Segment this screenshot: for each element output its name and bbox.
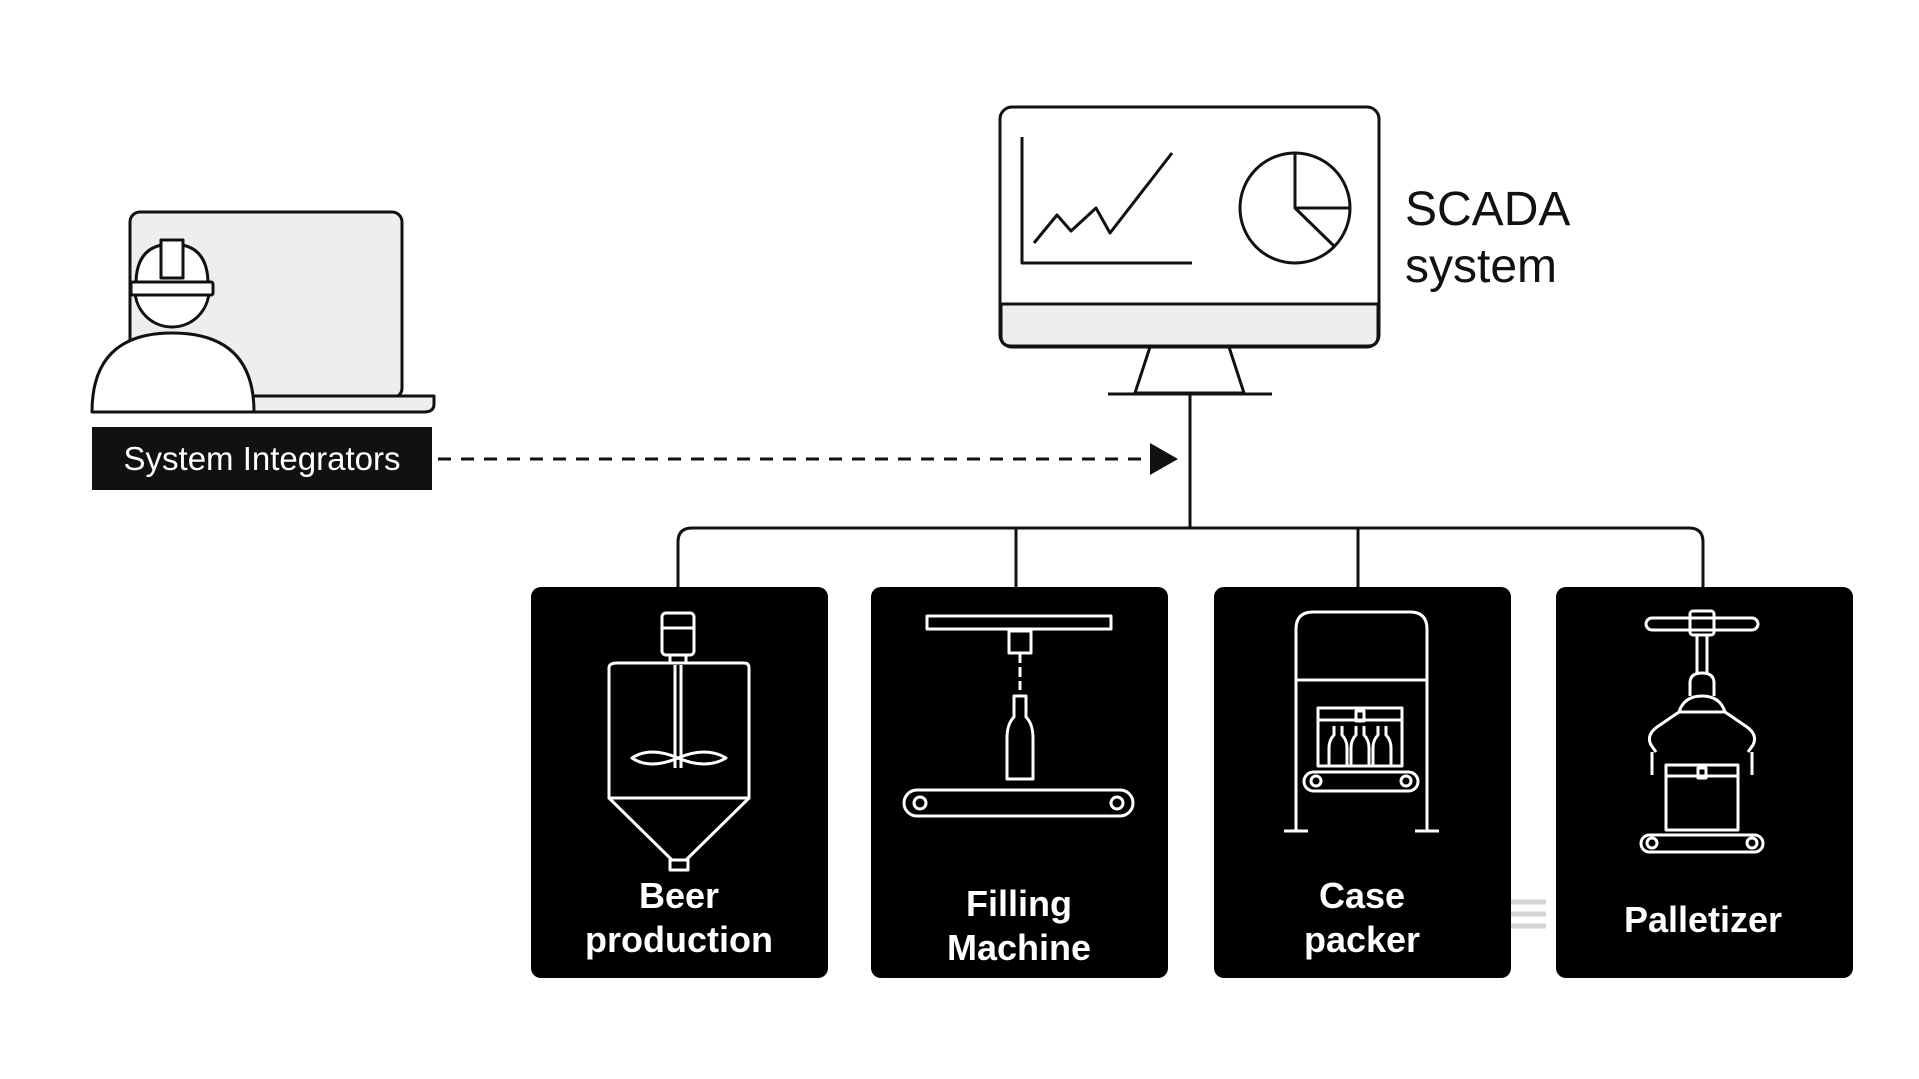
filling-machine-label-line2: Machine	[947, 927, 1091, 968]
system-integrators-label: System Integrators	[92, 427, 432, 490]
case-packer-label-line1: Case	[1319, 875, 1405, 916]
watermark-lines	[1508, 899, 1546, 929]
filling-machine-icon	[902, 614, 1135, 818]
palletizer-label: Palletizer	[1624, 899, 1782, 940]
scada-system-title-line2: system	[1405, 240, 1557, 293]
fermentation-tank-icon	[607, 611, 751, 872]
beer-production-label-line2: production	[585, 919, 773, 960]
machine-card-beer-production: Beer production	[531, 587, 828, 978]
system-integrators-text: System Integrators	[124, 440, 401, 477]
machine-card-case-packer: Case packer	[1214, 587, 1511, 978]
filling-machine-label-line1: Filling	[966, 883, 1072, 924]
integrator-access-arrow	[438, 443, 1178, 475]
system-integrator-icon	[90, 210, 436, 414]
beer-production-label-line1: Beer	[639, 875, 719, 916]
case-packer-label-line2: packer	[1304, 919, 1420, 960]
scada-monitor-icon	[998, 105, 1381, 396]
machine-card-palletizer: Palletizer	[1556, 587, 1853, 978]
network-connections	[676, 394, 1705, 587]
scada-system-title-line1: SCADA	[1405, 183, 1570, 236]
palletizer-robot-icon	[1639, 609, 1765, 854]
case-packer-icon	[1284, 610, 1439, 833]
machine-card-filling-machine: Filling Machine	[871, 587, 1168, 978]
